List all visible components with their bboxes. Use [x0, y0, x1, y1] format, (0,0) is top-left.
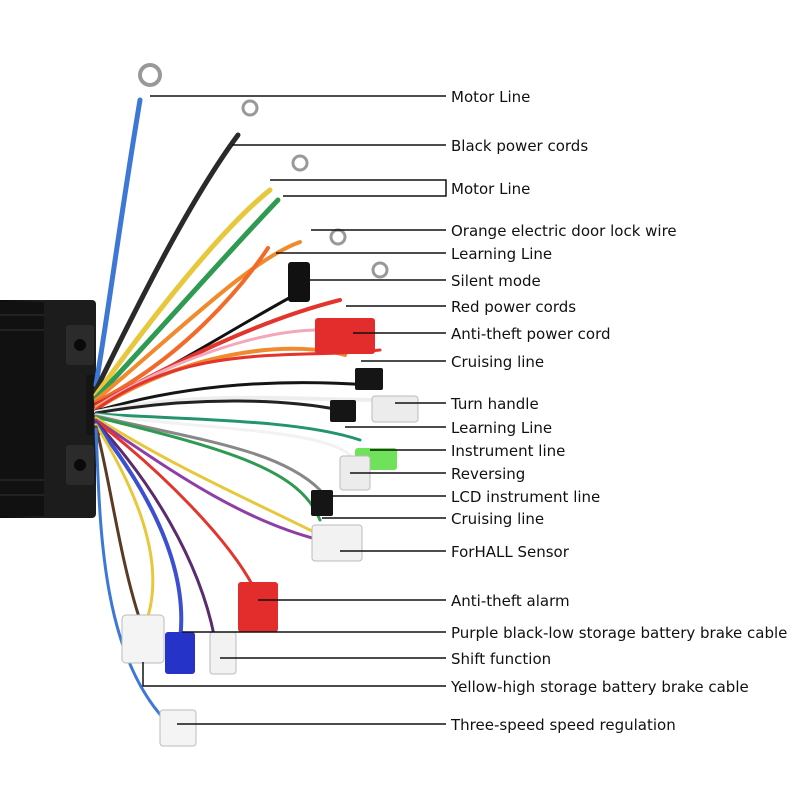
label-reversing: Reversing [451, 465, 526, 483]
ring-terminal [371, 261, 389, 279]
label-cruising-line-1: Cruising line [451, 353, 545, 371]
label-silent-mode: Silent mode [451, 272, 541, 290]
label-motor-line-1: Motor Line [451, 88, 531, 106]
blue-connector [165, 632, 195, 674]
leader-lines [142, 95, 447, 725]
label-learning-line-2: Learning Line [451, 419, 553, 437]
red-connector [238, 582, 278, 632]
white-connector [209, 631, 237, 675]
wire-bundle [93, 97, 382, 722]
ring-terminal [291, 154, 309, 172]
label-forhall-sensor: ForHALL Sensor [451, 543, 569, 561]
label-yellow-high-brake-cable: Yellow-high storage battery brake cable [451, 678, 749, 696]
label-shift-function: Shift function [451, 650, 552, 668]
white-connector [371, 395, 419, 423]
label-turn-handle: Turn handle [451, 395, 539, 413]
hall-connector [311, 524, 363, 562]
label-lcd-instrument-line: LCD instrument line [451, 488, 601, 506]
label-cruising-line-2: Cruising line [451, 510, 545, 528]
label-purple-black-brake-cable: Purple black-low storage battery brake c… [451, 624, 788, 642]
label-anti-theft-power-cord: Anti-theft power cord [451, 325, 611, 343]
controller-box [0, 300, 100, 518]
label-learning-line-1: Learning Line [451, 245, 553, 263]
red-connector [315, 318, 375, 354]
black-connector [330, 400, 356, 422]
black-connector [288, 262, 310, 302]
connectors [121, 63, 419, 747]
label-red-power-cords: Red power cords [451, 298, 577, 316]
label-orange-door-lock-wire: Orange electric door lock wire [451, 222, 677, 240]
ring-terminal [241, 99, 259, 117]
black-connector [311, 490, 333, 516]
label-motor-line-2: Motor Line [451, 180, 531, 198]
label-instrument-line: Instrument line [451, 442, 566, 460]
label-black-power-cords: Black power cords [451, 137, 589, 155]
white-connector [159, 709, 197, 747]
ring-terminal [329, 228, 347, 246]
ring-terminal [138, 63, 162, 87]
black-connector [355, 368, 383, 390]
label-three-speed-regulation: Three-speed speed regulation [451, 716, 676, 734]
white-connector [121, 614, 165, 664]
label-anti-theft-alarm: Anti-theft alarm [451, 592, 570, 610]
